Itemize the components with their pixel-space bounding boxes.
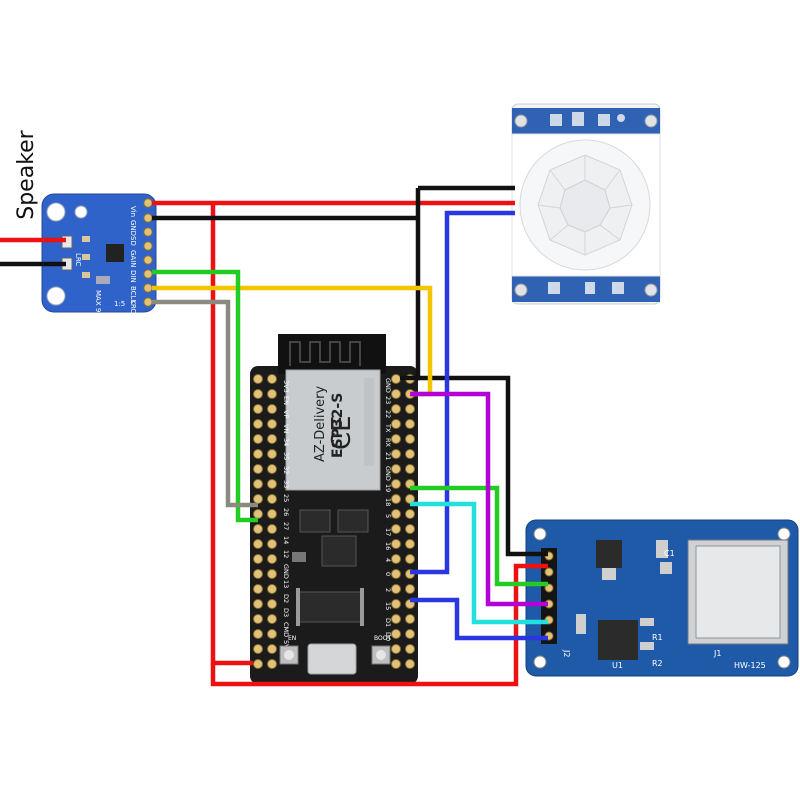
esp32-boot-label: BOOT xyxy=(374,635,391,642)
esp32-pin-d2: D2 xyxy=(282,594,290,603)
esp32-pin-d1: D1 xyxy=(384,618,392,627)
esp32-pin-0: 0 xyxy=(384,572,392,576)
wire-blue-sd-cs xyxy=(410,597,548,641)
amp-chip-label: MAX 98357A xyxy=(94,290,102,335)
esp32-pin-27: 27 xyxy=(282,522,290,530)
wire-green-bclk xyxy=(152,269,258,523)
sd-header-pins xyxy=(544,551,554,641)
sd-card-module: HW-125 J1 J2 U1 R1 R2 C1 xyxy=(525,519,799,677)
esp32-pin-22: 22 xyxy=(384,410,392,418)
wire-black-sd-gnd xyxy=(418,375,548,557)
esp32-pin-5v: 5V xyxy=(282,640,290,649)
amp-bottom-label: 1:5 xyxy=(114,300,125,308)
esp32-pin-3v3: 3V3 xyxy=(282,380,290,393)
wire-purple-sd-mosi xyxy=(410,391,548,607)
esp32-pin-23: 23 xyxy=(384,396,392,404)
sd-level-shifter xyxy=(598,620,638,660)
esp32-pin-34: 34 xyxy=(282,438,290,446)
esp32-pin-13: 13 xyxy=(282,580,290,588)
wire-cyan-sd-sck xyxy=(410,501,548,625)
esp32-boot-button[interactable]: BOOT xyxy=(371,635,391,665)
esp32-pin-5: 5 xyxy=(384,514,392,518)
pir-strip-components xyxy=(548,112,625,294)
esp32-pin-en: EN xyxy=(282,396,290,405)
svg-text:CE: CE xyxy=(327,415,357,450)
wire-red-sd-vcc xyxy=(210,563,548,687)
wire-gray-lrc xyxy=(152,299,258,508)
amp-pcb xyxy=(41,193,157,313)
esp32-micro-usb-port xyxy=(307,643,357,675)
esp32-pin-12: 12 xyxy=(282,550,290,558)
esp32-pin-vp: VP xyxy=(282,410,290,418)
esp32-en-button[interactable]: EN xyxy=(279,635,299,665)
esp32-dev-board: AZ-Delivery ESP32-S CE xyxy=(250,334,418,684)
esp32-pin-19: 19 xyxy=(384,484,392,492)
esp32-pin-tx: TX xyxy=(384,423,392,433)
esp32-pin-21: 21 xyxy=(384,452,392,460)
esp32-pin-35: 35 xyxy=(282,452,290,460)
pir-top-strip xyxy=(512,108,660,134)
sd-header-j2 xyxy=(541,548,557,644)
esp32-pin-32: 32 xyxy=(282,466,290,474)
esp32-pin-17: 17 xyxy=(384,528,392,536)
pir-lens-dome xyxy=(519,139,651,271)
sd-r1-label: R1 xyxy=(652,633,663,642)
esp32-pin-d0: D0 xyxy=(384,632,392,641)
max98357-amp-module: Vin GND SD GAIN DIN BCLK LRC MAX 98357A … xyxy=(41,193,157,335)
esp32-pin-14: 14 xyxy=(282,536,290,544)
amp-header-pins xyxy=(143,198,153,307)
amp-pin-label-lrc: LRC xyxy=(129,300,137,313)
esp32-right-header xyxy=(391,374,415,669)
esp32-pin-gnd-mid: GND xyxy=(384,466,392,481)
esp32-pin-vn: VN xyxy=(282,424,290,433)
amp-pin-label-gnd: GND xyxy=(129,220,137,236)
amp-pin-label-vin: Vin xyxy=(129,206,137,217)
sd-regulator xyxy=(596,540,622,568)
sd-j2-label: J2 xyxy=(562,649,571,657)
esp32-pin-d3: D3 xyxy=(282,608,290,617)
esp32-antenna xyxy=(278,334,386,374)
sd-u1-label: U1 xyxy=(612,661,623,670)
esp32-pin-rx: RX xyxy=(384,438,392,448)
amp-chip xyxy=(106,244,124,262)
sd-c1-label: C1 xyxy=(664,549,675,558)
esp32-components xyxy=(292,509,369,626)
esp32-pin-16: 16 xyxy=(384,542,392,550)
amp-pin-label-bclk: BCLK xyxy=(129,286,137,304)
esp32-pin-cmd: CMD xyxy=(282,622,290,637)
esp32-pin-25: 25 xyxy=(282,494,290,502)
esp32-pin-33: 33 xyxy=(282,480,290,488)
esp32-pin-2: 2 xyxy=(384,588,392,592)
speaker-label: Speaker xyxy=(14,130,39,220)
amp-pin-label-gain: GAIN xyxy=(129,250,137,268)
esp32-pin-gnd-left: GND xyxy=(282,564,290,579)
esp32-usb-uart-chip xyxy=(297,591,363,623)
esp32-pin-4: 4 xyxy=(384,558,392,562)
esp32-pin-18: 18 xyxy=(384,498,392,506)
sd-j1-label: J1 xyxy=(713,649,721,658)
esp32-pin-15: 15 xyxy=(384,602,392,610)
esp32-en-label: EN xyxy=(288,635,296,642)
sd-r2-label: R2 xyxy=(652,659,663,668)
esp32-pin-gnd-top: GND xyxy=(384,378,392,393)
amp-pin-label-din: DIN xyxy=(129,270,137,283)
amp-pin-label-sd: SD xyxy=(129,236,137,246)
pir-sensor xyxy=(511,103,661,305)
esp32-brand: AZ-Delivery xyxy=(313,385,328,462)
sd-model-label: HW-125 xyxy=(734,661,766,670)
wire-green-sd-miso xyxy=(410,485,548,587)
amp-lrc-left-label: LRC xyxy=(74,253,82,266)
esp32-left-header xyxy=(253,374,277,669)
esp32-model: ESP32-S xyxy=(330,393,346,458)
wires xyxy=(0,185,548,687)
esp32-pin-26: 26 xyxy=(282,508,290,516)
